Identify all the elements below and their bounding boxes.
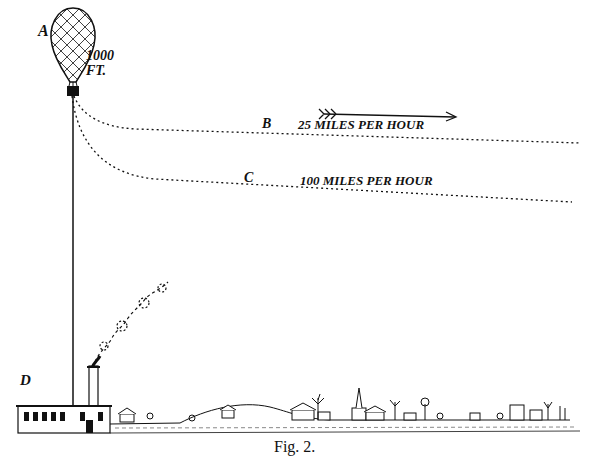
cable-curve-b bbox=[74, 96, 580, 143]
point-label: B bbox=[262, 116, 271, 131]
height-label: 1000 FT. bbox=[86, 48, 130, 79]
winch-house bbox=[16, 406, 112, 433]
cable-curve-c bbox=[72, 96, 572, 202]
point-label: D bbox=[20, 372, 31, 389]
speed-label: 25 MILES PER HOUR bbox=[298, 118, 424, 132]
point-label: C bbox=[244, 170, 253, 185]
point-label: A bbox=[38, 22, 49, 40]
figure-caption: Fig. 2. bbox=[274, 438, 315, 456]
smoke bbox=[92, 282, 168, 368]
speed-label: 100 MILES PER HOUR bbox=[300, 174, 433, 188]
chimney bbox=[89, 366, 98, 408]
landscape bbox=[110, 388, 580, 433]
tether-line bbox=[72, 96, 74, 408]
